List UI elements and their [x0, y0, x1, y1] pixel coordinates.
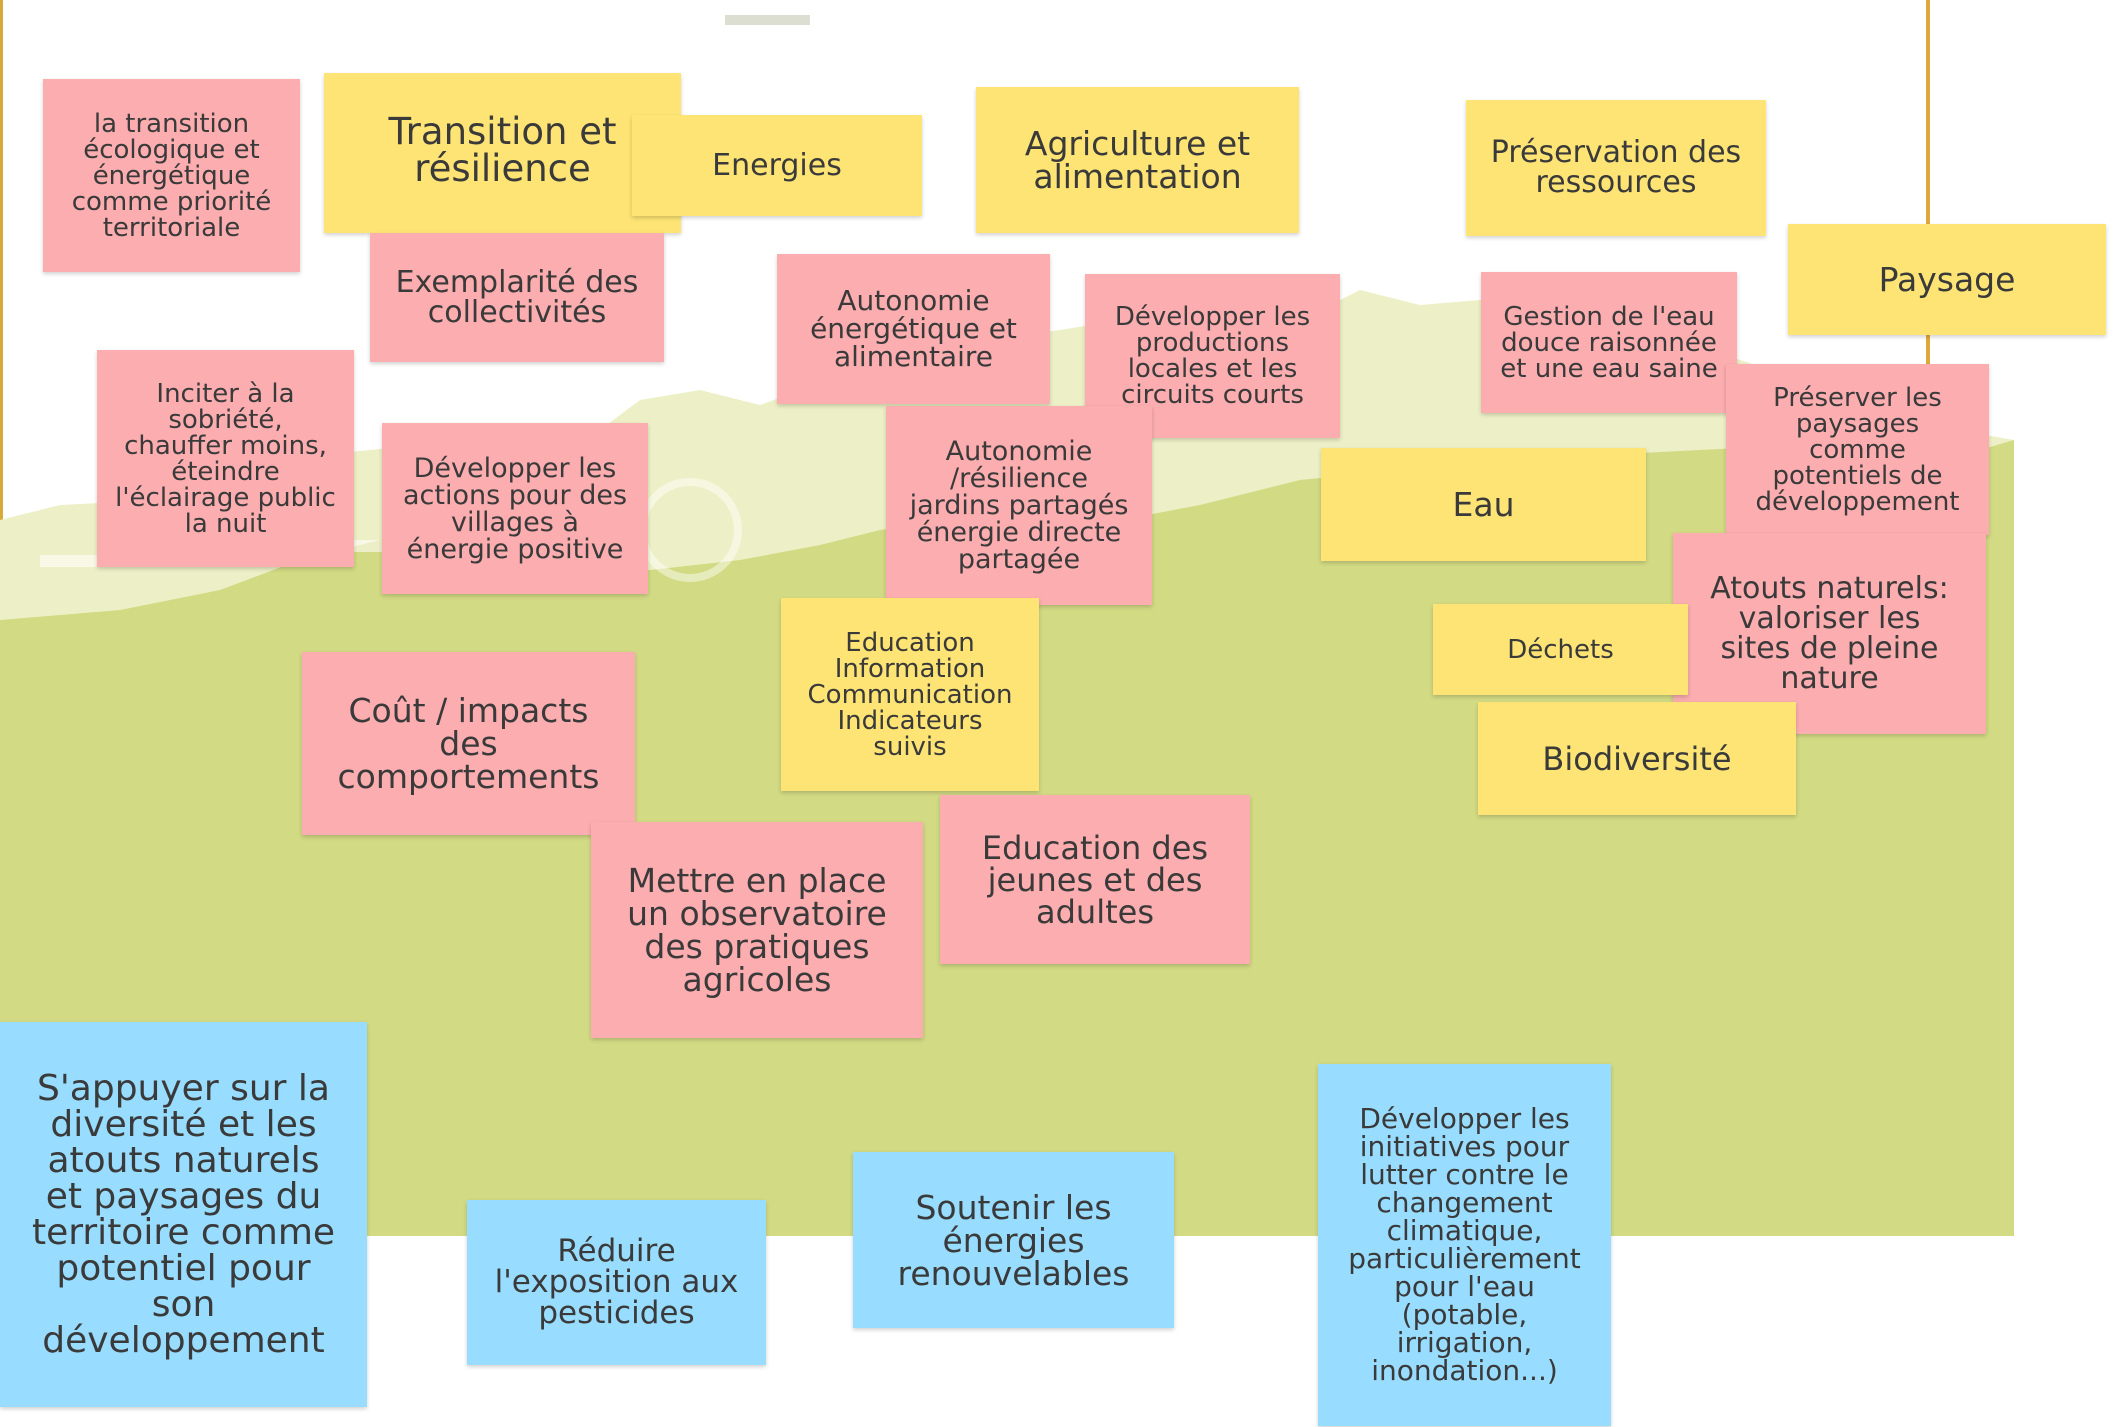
- sticky-note-eau[interactable]: Eau: [1321, 448, 1646, 561]
- sticky-note-autonomie-resilience[interactable]: Autonomie /résilience jardins partagés é…: [886, 406, 1152, 605]
- sticky-note-preservation-ressources[interactable]: Préservation des ressources: [1466, 100, 1766, 236]
- sticky-note-diversite-atouts[interactable]: S'appuyer sur la diversité et les atouts…: [0, 1022, 367, 1407]
- sticky-note-autonomie-energetique[interactable]: Autonomie énergétique et alimentaire: [777, 254, 1050, 404]
- sticky-note-transition-priorite[interactable]: la transition écologique et énergétique …: [43, 79, 300, 272]
- sticky-note-cout-impacts[interactable]: Coût / impacts des comportements: [302, 652, 635, 835]
- sticky-note-changement-climatique[interactable]: Développer les initiatives pour lutter c…: [1318, 1064, 1611, 1426]
- sticky-note-transition-resilience[interactable]: Transition et résilience: [324, 73, 681, 233]
- sticky-note-atouts-naturels[interactable]: Atouts naturels: valoriser les sites de …: [1673, 533, 1986, 734]
- sticky-note-exemplarite-collectivites[interactable]: Exemplarité des collectivités: [370, 233, 664, 362]
- sticky-note-gestion-eau[interactable]: Gestion de l'eau douce raisonnée et une …: [1481, 272, 1737, 413]
- sticky-note-dechets[interactable]: Déchets: [1433, 604, 1688, 695]
- sticky-note-inciter-sobriete[interactable]: Inciter à la sobriété, chauffer moins, é…: [97, 350, 354, 567]
- sticky-note-biodiversite[interactable]: Biodiversité: [1478, 702, 1796, 815]
- sticky-note-paysage[interactable]: Paysage: [1788, 224, 2106, 335]
- sticky-note-agriculture-alimentation[interactable]: Agriculture et alimentation: [976, 87, 1299, 233]
- sticky-note-observatoire-pratiques[interactable]: Mettre en place un observatoire des prat…: [591, 822, 923, 1038]
- sticky-note-reduire-pesticides[interactable]: Réduire l'exposition aux pesticides: [467, 1200, 766, 1365]
- sticky-note-energies-renouvelables[interactable]: Soutenir les énergies renouvelables: [853, 1152, 1174, 1328]
- sticky-note-villages-energie-positive[interactable]: Développer les actions pour des villages…: [382, 423, 648, 594]
- sticky-note-productions-locales[interactable]: Développer les productions locales et le…: [1085, 274, 1340, 438]
- sticky-note-preserver-paysages[interactable]: Préserver les paysages comme potentiels …: [1726, 364, 1989, 535]
- sticky-note-energies[interactable]: Energies: [632, 115, 922, 216]
- sticky-note-education-information[interactable]: Education Information Communication Indi…: [781, 598, 1039, 791]
- sticky-note-education-jeunes[interactable]: Education des jeunes et des adultes: [940, 795, 1250, 964]
